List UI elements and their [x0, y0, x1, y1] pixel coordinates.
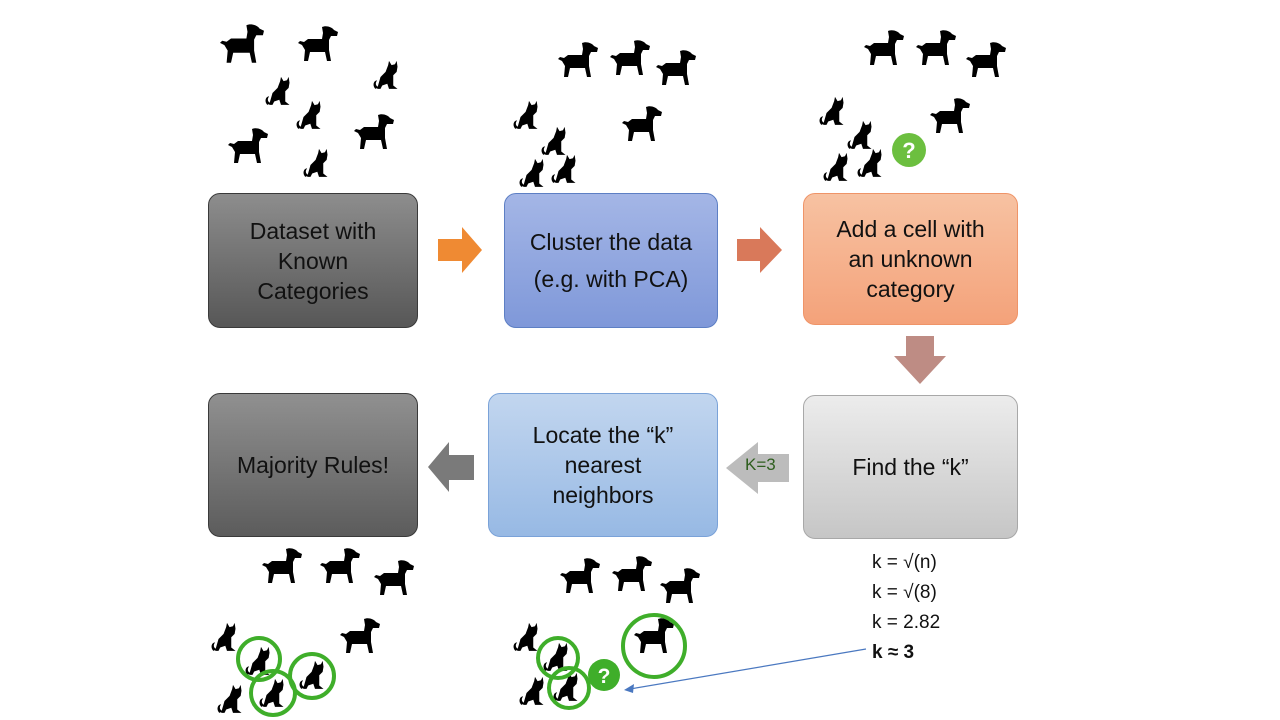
dog-silhouette-icon — [656, 50, 696, 85]
step-dataset-box: Dataset with Known Categories — [208, 193, 418, 328]
step-cluster-box: Cluster the data (e.g. with PCA) — [504, 193, 718, 328]
cat-silhouette-icon — [513, 622, 538, 651]
dog-silhouette-icon — [558, 42, 598, 77]
dog-silhouette-icon — [262, 548, 302, 583]
step-add-cell-label: Add a cell with an unknown category — [836, 216, 985, 302]
dog-silhouette-icon — [930, 98, 970, 133]
group-unknown-animals: ? — [819, 30, 1006, 181]
dog-silhouette-icon — [374, 560, 414, 595]
arrow-right-1 — [438, 227, 482, 273]
dog-silhouette-icon — [864, 30, 904, 65]
cat-silhouette-icon — [513, 100, 538, 129]
pointer-arrowhead — [624, 684, 634, 693]
cat-silhouette-icon — [265, 76, 290, 105]
dog-silhouette-icon — [610, 40, 650, 75]
cat-silhouette-icon — [259, 678, 284, 707]
neighbor-highlight-circle — [288, 652, 336, 700]
cat-silhouette-icon — [303, 148, 328, 177]
unknown-marker-glyph: ? — [902, 138, 915, 163]
neighbor-highlight-circle — [621, 613, 687, 679]
group-dataset-animals — [220, 24, 398, 177]
dog-silhouette-icon — [634, 618, 674, 653]
k-arrow-label: K=3 — [745, 455, 776, 474]
group-majority-animals — [211, 548, 414, 717]
dog-silhouette-icon — [298, 26, 338, 61]
dog-silhouette-icon — [612, 556, 652, 591]
dog-silhouette-icon — [354, 114, 394, 149]
arrow-down — [894, 336, 946, 384]
cat-silhouette-icon — [373, 60, 398, 89]
cat-silhouette-icon — [541, 126, 566, 155]
step-locate-label: Locate the “k” nearest neighbors — [532, 422, 674, 508]
cat-silhouette-icon — [819, 96, 844, 125]
cat-silhouette-icon — [551, 154, 576, 183]
step-dataset-label: Dataset with Known Categories — [249, 217, 377, 304]
dog-silhouette-icon — [916, 30, 956, 65]
dog-silhouette-icon — [220, 24, 264, 63]
arrow-left-k — [726, 442, 789, 494]
step-find-k-label: Find the “k” — [852, 454, 969, 480]
cat-silhouette-icon — [847, 120, 872, 149]
step-find-k-box: Find the “k” — [803, 395, 1018, 539]
cat-silhouette-icon — [857, 148, 882, 177]
neighbor-highlight-circle — [249, 669, 297, 717]
cat-silhouette-icon — [299, 660, 324, 689]
neighbor-highlight-circle — [547, 666, 591, 710]
unknown-marker-icon — [588, 659, 620, 691]
group-neighbor-animals: ? — [513, 556, 700, 710]
unknown-marker-icon — [892, 133, 926, 167]
cat-silhouette-icon — [823, 152, 848, 181]
step-cluster-label: Cluster the data (e.g. with PCA) — [529, 228, 693, 292]
k-formula: k = √(n) k = √(8) k = 2.82 k ≈ 3 — [872, 548, 940, 668]
dog-silhouette-icon — [966, 42, 1006, 77]
cat-silhouette-icon — [217, 684, 242, 713]
arrow-right-2 — [737, 227, 782, 273]
step-majority-box: Majority Rules! — [208, 393, 418, 537]
arrow-left-2 — [428, 442, 474, 492]
cat-silhouette-icon — [296, 100, 321, 129]
k-formula-result: k ≈ 3 — [872, 642, 915, 663]
group-clustered-animals — [513, 40, 696, 187]
neighbor-highlight-circle — [536, 636, 580, 680]
dog-silhouette-icon — [228, 128, 268, 163]
cat-silhouette-icon — [211, 622, 236, 651]
step-locate-box: Locate the “k” nearest neighbors — [488, 393, 718, 537]
dog-silhouette-icon — [560, 558, 600, 593]
dog-silhouette-icon — [622, 106, 662, 141]
k-formula-line: k = 2.82 — [872, 612, 941, 633]
unknown-marker-glyph: ? — [598, 665, 611, 688]
pointer-line — [629, 648, 867, 690]
dog-silhouette-icon — [660, 568, 700, 603]
k-formula-line: k = √(8) — [872, 582, 937, 603]
cat-silhouette-icon — [519, 676, 544, 705]
k-formula-line: k = √(n) — [872, 552, 937, 573]
step-majority-label: Majority Rules! — [236, 452, 390, 478]
step-add-cell-box: Add a cell with an unknown category — [803, 193, 1018, 325]
dog-silhouette-icon — [320, 548, 360, 583]
neighbor-highlight-circle — [236, 636, 282, 682]
cat-silhouette-icon — [519, 158, 544, 187]
dog-silhouette-icon — [340, 618, 380, 653]
